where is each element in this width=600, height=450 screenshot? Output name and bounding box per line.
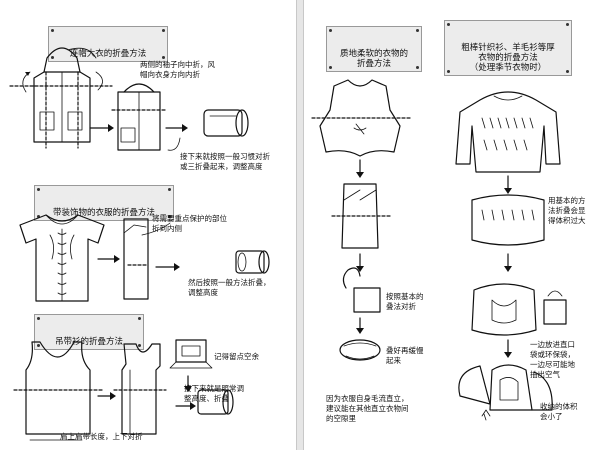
coat-section-title: 连帽大衣的折叠方法	[48, 26, 168, 62]
left-page: 连帽大衣的折叠方法 两侧的袖子向中折，风 帽向衣身方向内折	[0, 0, 296, 450]
tank-folded-drawing	[113, 343, 167, 435]
tank-stack-drawing	[169, 339, 213, 369]
coat-rolled-drawing	[203, 109, 249, 137]
sweater-folded-drawing	[471, 194, 545, 246]
sweater-drawing	[455, 91, 561, 173]
soft-blouse-drawing	[311, 79, 411, 157]
soft-title-text: 质地柔软的衣物的 折叠方法	[339, 49, 408, 69]
knit-section-title: 粗棒针织衫、羊毛衫等厚 衣物的折叠方法 （处理季节衣物时）	[444, 20, 572, 76]
compressed-bag-drawing	[458, 364, 553, 421]
knit-note-mid: 用基本的方 法折叠会显 得体积过大	[548, 196, 586, 225]
tank-note-right: 记得留点空余	[214, 352, 259, 361]
soft-section-title: 质地柔软的衣物的 折叠方法	[326, 26, 422, 72]
tank-top-drawing	[13, 341, 103, 435]
right-page: 质地柔软的衣物的 折叠方法 按照基本的 叠法对折 叠好再缓慢 起来 因为衣服自身…	[304, 0, 600, 450]
knit-note-low: 一边放进直口 袋或环保袋， 一边尽可能地 抽出空气	[530, 340, 575, 379]
vacuum-bag-drawing	[471, 283, 567, 336]
coat-illustration	[9, 47, 249, 151]
soft-illustration	[311, 79, 411, 361]
coat-note-bottom: 接下来就按照一般习惯对折 或三折叠起来，调整高度	[180, 152, 270, 171]
blouse-section-title: 带装饰物的衣服的折叠方法	[34, 185, 174, 221]
tank-rolled-drawing	[197, 389, 234, 415]
soft-halffold-drawing	[342, 267, 381, 313]
blouse-folded-drawing	[123, 218, 149, 300]
blouse-drawing	[19, 214, 105, 302]
tank-note-bottom: 肩上肩带长度，上下对折	[60, 432, 143, 441]
blouse-note-top: 将需要重点保护的部位 折到内侧	[152, 214, 227, 233]
tank-note-right2: 接下来就是照常调 整高度、折叠	[184, 384, 244, 403]
knit-note-bottom: 收纳的体积 会小了	[540, 402, 578, 421]
knit-illustration	[455, 91, 567, 421]
coat-title-text: 连帽大衣的折叠方法	[69, 49, 147, 59]
knit-title-text: 粗棒针织衫、羊毛衫等厚 衣物的折叠方法 （处理季节衣物时）	[461, 43, 555, 73]
soft-note-bottom: 因为衣服自身毛流直立， 建议能在其他直立衣物间 的空隙里	[326, 394, 409, 423]
blouse-title-text: 带装饰物的衣服的折叠方法	[52, 208, 155, 218]
blouse-note-bottom: 然后按照一般方法折叠， 调整高度	[188, 278, 271, 297]
blouse-rolled-drawing	[235, 250, 270, 274]
soft-rolled-drawing	[339, 339, 381, 361]
soft-note-low: 叠好再缓慢 起来	[386, 346, 424, 365]
book-gutter	[296, 0, 304, 450]
coat-folded-drawing	[111, 83, 167, 151]
tank-illustration	[13, 339, 234, 441]
hooded-coat-drawing	[9, 47, 113, 149]
soft-note-mid: 按照基本的 叠法对折	[386, 292, 424, 311]
coat-note-top: 两侧的袖子向中折，风 帽向衣身方向内折	[140, 60, 215, 79]
tank-title-text: 吊带衫的折叠方法	[54, 337, 123, 347]
blouse-illustration	[19, 214, 270, 302]
soft-folded-drawing	[331, 183, 391, 249]
